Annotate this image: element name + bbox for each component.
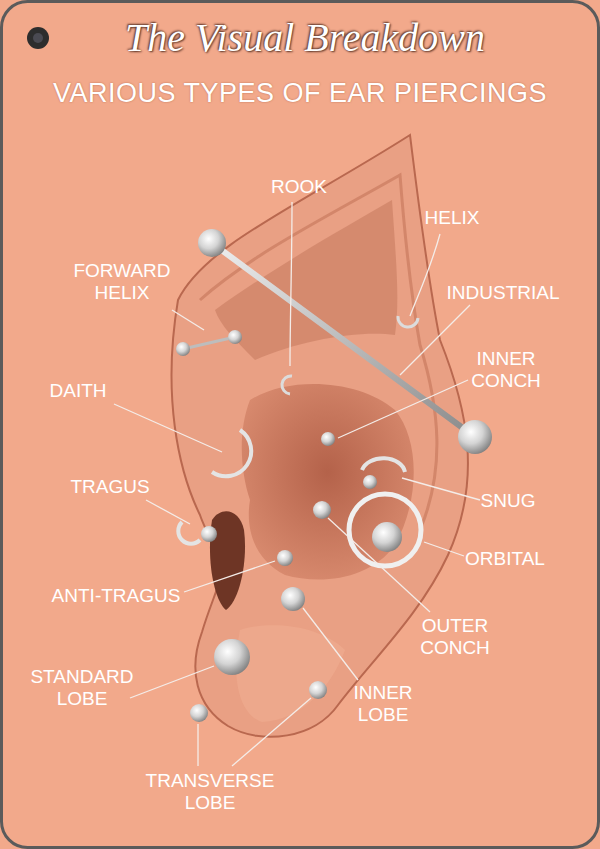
- concha: [242, 384, 414, 580]
- part-label: FORWARD HELIX: [68, 260, 176, 304]
- part-label: INDUSTRIAL: [447, 282, 560, 304]
- part-label: INNER LOBE: [347, 682, 419, 726]
- part-label: INNER CONCH: [465, 348, 547, 392]
- scapha: [215, 200, 397, 360]
- title: The Visual Breakdown: [125, 15, 485, 61]
- ear-canal: [210, 511, 245, 610]
- lobe: [236, 625, 345, 722]
- part-label: TRAGUS: [70, 476, 149, 498]
- leader-lines: [114, 202, 480, 766]
- subtitle: VARIOUS TYPES OF EAR PIERCINGS: [53, 78, 547, 109]
- part-label: DAITH: [50, 380, 107, 402]
- part-label: HELIX: [425, 207, 480, 229]
- camera-lens: [33, 33, 43, 43]
- part-label: ROOK: [271, 176, 327, 198]
- part-label: OUTER CONCH: [414, 615, 496, 659]
- part-label: STANDARD LOBE: [26, 666, 138, 710]
- part-label: ORBITAL: [465, 548, 545, 570]
- part-label: SNUG: [481, 490, 536, 512]
- part-label: ANTI-TRAGUS: [52, 585, 181, 607]
- camera: [27, 27, 49, 49]
- part-label: TRANSVERSE LOBE: [144, 770, 276, 814]
